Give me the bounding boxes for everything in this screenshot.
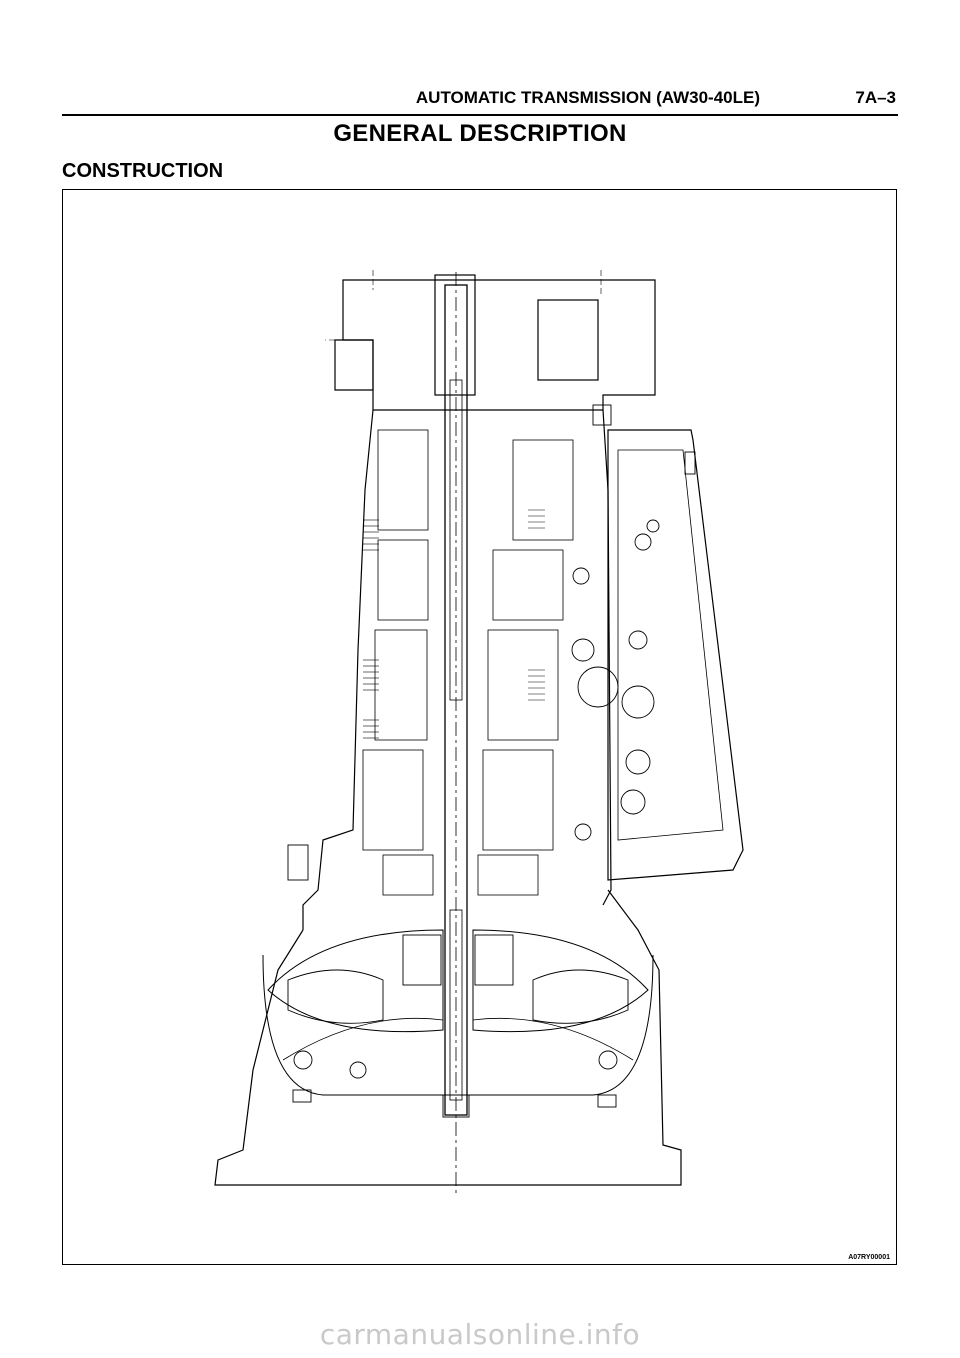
page-header: AUTOMATIC TRANSMISSION (AW30-40LE) 7A–3 — [62, 88, 898, 116]
subsection-heading: CONSTRUCTION — [62, 160, 224, 182]
figure-code: A07RY00001 — [848, 1254, 890, 1261]
manual-section-title: AUTOMATIC TRANSMISSION (AW30-40LE) — [415, 88, 760, 107]
transmission-cross-section-drawing — [214, 270, 744, 1195]
section-heading: GENERAL DESCRIPTION — [333, 120, 627, 147]
watermark: carmanualsonline.info — [319, 1318, 641, 1351]
construction-figure: A07RY00001 — [62, 189, 897, 1265]
page-number: 7A–3 — [855, 88, 896, 107]
